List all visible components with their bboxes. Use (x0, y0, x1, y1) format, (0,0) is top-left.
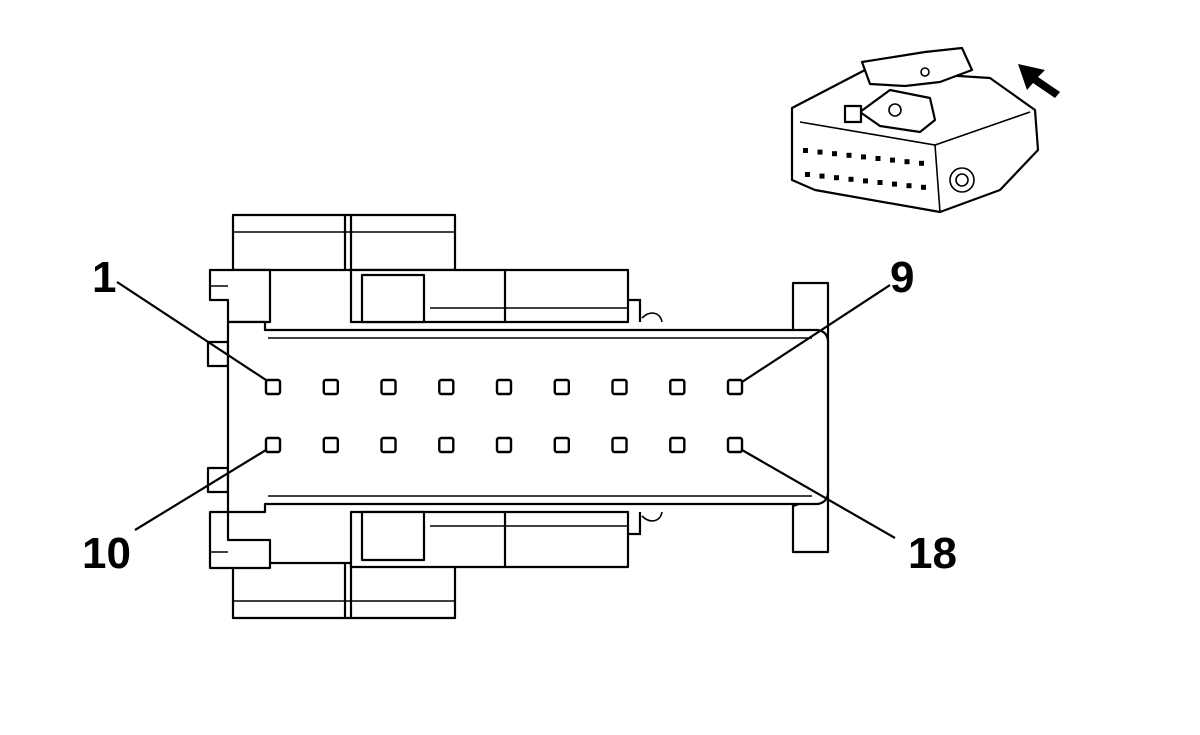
isometric-pin-grid (803, 148, 926, 190)
pin-cavity-9 (726, 378, 744, 396)
iso-pin-18 (921, 184, 926, 190)
leader-line-pin-9 (741, 284, 891, 383)
iso-pin-13 (848, 176, 854, 182)
pin-cavity-13 (438, 436, 455, 454)
lower-latch-housing (231, 510, 642, 620)
iso-pin-15 (877, 180, 883, 185)
pin-cavity-4 (438, 378, 455, 396)
pin-cavity-2 (322, 378, 339, 396)
pin-cavity-18 (726, 436, 744, 454)
iso-pin-9 (919, 160, 924, 166)
pin-cavity-1 (264, 378, 282, 396)
pin-cavity-8 (669, 378, 686, 396)
pin-cavity-15 (553, 436, 570, 454)
connector-isometric-view (790, 46, 1060, 214)
pin-label-10: 10 (82, 529, 131, 578)
pin-cavity-5 (495, 378, 513, 396)
iso-pin-8 (904, 159, 910, 165)
upper-latch-housing (231, 213, 642, 324)
pin-cavity-7 (611, 378, 628, 396)
connector-face-view: 1 9 10 18 (82, 213, 957, 620)
pin-cavity-16 (611, 436, 628, 454)
pin-cavity-17 (669, 436, 686, 454)
leader-line-pin-1 (116, 281, 267, 381)
iso-pin-10 (805, 172, 810, 177)
iso-pin-3 (832, 151, 837, 157)
pin-cavity-11 (322, 436, 339, 454)
pin-leader-lines (116, 281, 896, 539)
iso-pin-16 (892, 181, 897, 187)
pin-cavity-3 (380, 378, 397, 396)
iso-pin-12 (834, 175, 839, 181)
pin-label-1: 1 (92, 253, 116, 302)
iso-pin-1 (803, 148, 808, 153)
pin-label-18: 18 (908, 529, 957, 578)
pin-label-9: 9 (890, 253, 914, 302)
pin-cavity-10 (264, 436, 282, 454)
arrow-icon (1018, 64, 1060, 98)
leader-line-pin-18 (741, 449, 896, 539)
pin-cavity-6 (553, 378, 570, 396)
pin-cavity-14 (495, 436, 513, 454)
leader-line-pin-10 (134, 449, 267, 531)
iso-pin-5 (861, 154, 866, 160)
iso-pin-6 (875, 156, 881, 161)
connector-body (226, 320, 830, 514)
left-side-tabs (206, 268, 272, 570)
iso-pin-11 (819, 173, 825, 179)
iso-pin-17 (906, 183, 912, 189)
iso-pin-4 (846, 152, 852, 158)
iso-pin-14 (863, 178, 868, 184)
pin-cavity-12 (380, 436, 397, 454)
pin-cavity-grid (264, 378, 744, 454)
iso-pin-2 (817, 149, 823, 155)
iso-pin-7 (890, 157, 895, 163)
